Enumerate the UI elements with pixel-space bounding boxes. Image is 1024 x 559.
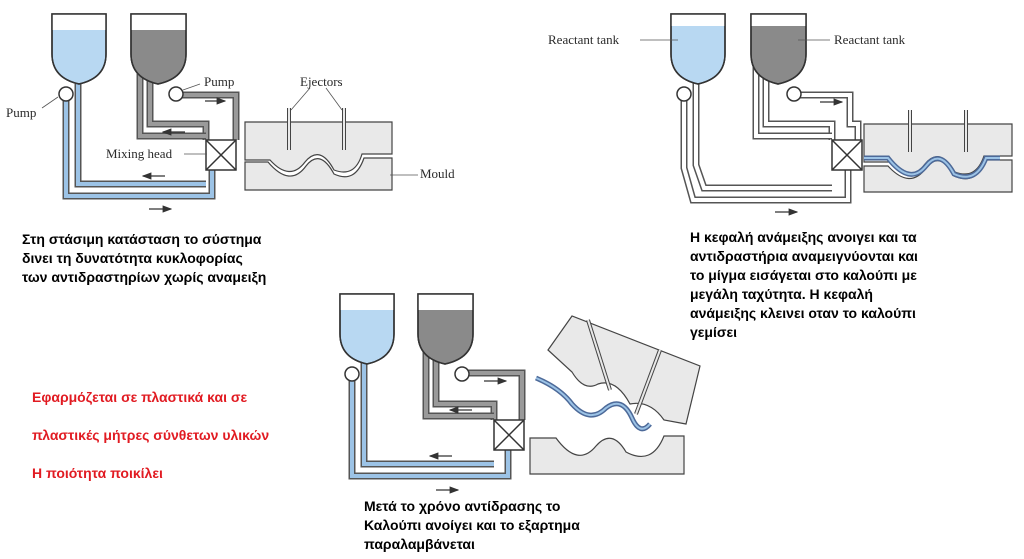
panel-circulation: Pump Pump Ejectors Mixing head Mould	[6, 13, 455, 213]
label-mould: Mould	[420, 166, 455, 181]
label-reactant-tank-right: Reactant tank	[834, 32, 906, 47]
pump-icon	[58, 86, 74, 102]
pump-icon	[344, 366, 360, 382]
pump-icon	[786, 86, 802, 102]
panel-injection: Reactant tank Reactant tank	[548, 13, 1013, 216]
caption-step3: Μετά το χρόνο αντίδρασης το Καλούπι ανοί…	[364, 498, 580, 552]
note-line-2: πλαστικές μήτρες σύνθετων υλικών	[32, 427, 270, 443]
note-line-1: Εφαρμόζεται σε πλαστικά και σε	[32, 389, 248, 405]
application-note: Εφαρμόζεται σε πλαστικά και σε πλαστικές…	[32, 369, 269, 502]
note-line-3: Η ποιότητα ποικίλει	[32, 465, 163, 481]
label-pump-left: Pump	[6, 105, 36, 120]
pump-icon	[676, 86, 692, 102]
panel-demould	[339, 293, 701, 494]
label-pump-right: Pump	[204, 74, 234, 89]
caption-step1: Στη στάσιμη κατάσταση το σύστημα δινει τ…	[22, 231, 267, 285]
label-mixing-head: Mixing head	[106, 146, 173, 161]
mould-top	[244, 121, 393, 173]
pump-icon	[168, 86, 184, 102]
label-ejectors: Ejectors	[300, 74, 343, 89]
pump-icon	[454, 366, 470, 382]
caption-step2: Η κεφαλή ανάμειξης ανοιγει και τα αντιδρ…	[690, 229, 918, 340]
label-reactant-tank-left: Reactant tank	[548, 32, 620, 47]
mould-bottom	[244, 157, 393, 191]
